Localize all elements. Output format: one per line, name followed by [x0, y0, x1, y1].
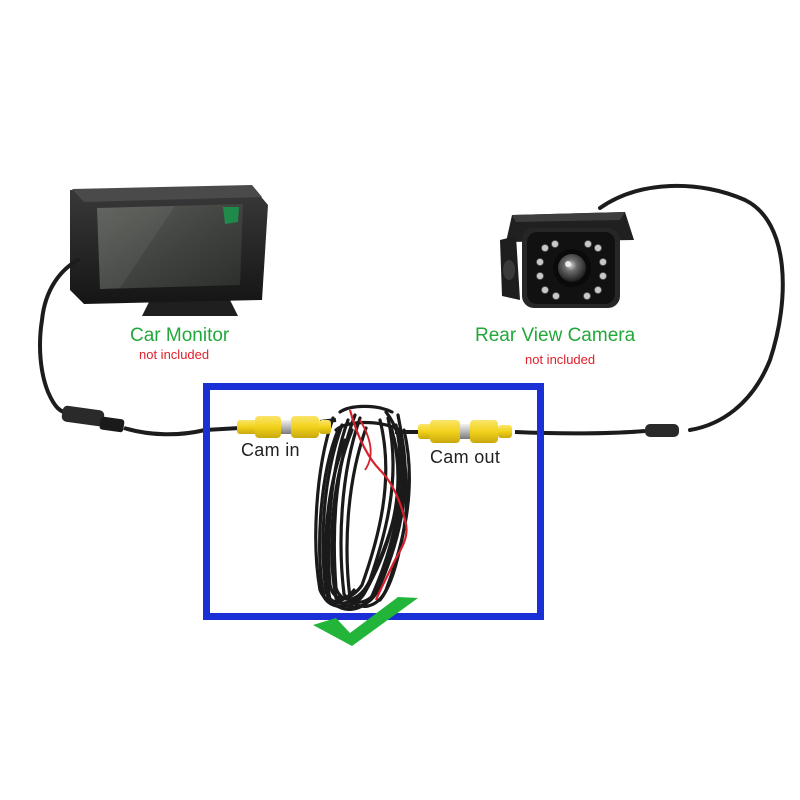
monitor-title: Car Monitor [130, 325, 230, 346]
check-icon [313, 597, 418, 646]
cam-in-label: Cam in [241, 440, 300, 460]
monitor-not-included-note: not included [139, 347, 210, 362]
cam-out-connector [418, 420, 512, 443]
rear-view-camera-image [500, 183, 785, 437]
extension-cable-coil [204, 404, 425, 611]
cam-in-connector [237, 416, 331, 438]
car-monitor-image [38, 185, 268, 437]
camera-title: Rear View Camera [475, 325, 636, 346]
camera-not-included-note: not included [525, 352, 596, 367]
cam-out-label: Cam out [430, 447, 501, 467]
